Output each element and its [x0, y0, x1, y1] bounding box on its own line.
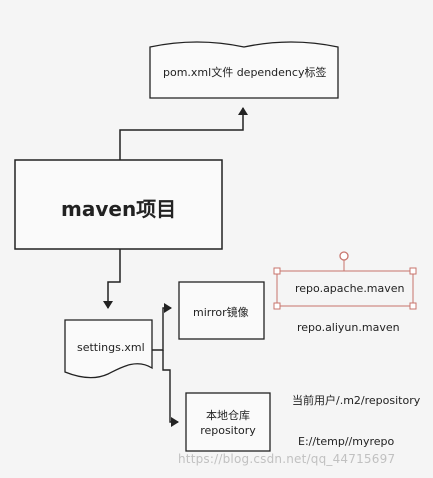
maven-project-label: maven项目	[61, 197, 177, 221]
resize-handle-top-left[interactable]	[273, 267, 281, 275]
mirror-option-aliyun: repo.aliyun.maven	[297, 321, 400, 334]
resize-handle-bottom-left[interactable]	[273, 302, 281, 310]
resize-handle-top-right[interactable]	[409, 267, 417, 275]
pom-card-shape[interactable]	[149, 41, 339, 99]
maven-to-settings-arrow	[103, 249, 121, 309]
local-repo-label: 本地仓库 repository	[186, 408, 270, 438]
local-repo-label-line2: repository	[200, 424, 256, 437]
local-repo-box[interactable]	[185, 392, 271, 452]
local-repo-label-line1: 本地仓库	[206, 409, 250, 422]
mirror-box[interactable]	[178, 281, 265, 340]
settings-to-mirror-arrow	[152, 303, 172, 351]
mirror-label: mirror镜像	[193, 306, 249, 319]
repo-path-user: 当前用户/.m2/repository	[292, 394, 421, 407]
settings-label: settings.xml	[77, 341, 145, 354]
settings-document-shape[interactable]	[64, 319, 153, 379]
pom-label: pom.xml文件 dependency标签	[163, 66, 327, 79]
maven-to-pom-arrow	[119, 107, 248, 160]
rotate-handle[interactable]	[339, 251, 349, 261]
repo-path-custom: E://temp//myrepo	[298, 435, 395, 448]
resize-handle-bottom-right[interactable]	[409, 302, 417, 310]
mirror-option-apache[interactable]: repo.apache.maven	[295, 282, 405, 295]
maven-project-box[interactable]	[14, 159, 223, 250]
settings-to-repo-arrow	[162, 350, 179, 427]
selection-frame[interactable]	[273, 251, 417, 310]
watermark-text: https://blog.csdn.net/qq_44715697	[178, 452, 396, 466]
